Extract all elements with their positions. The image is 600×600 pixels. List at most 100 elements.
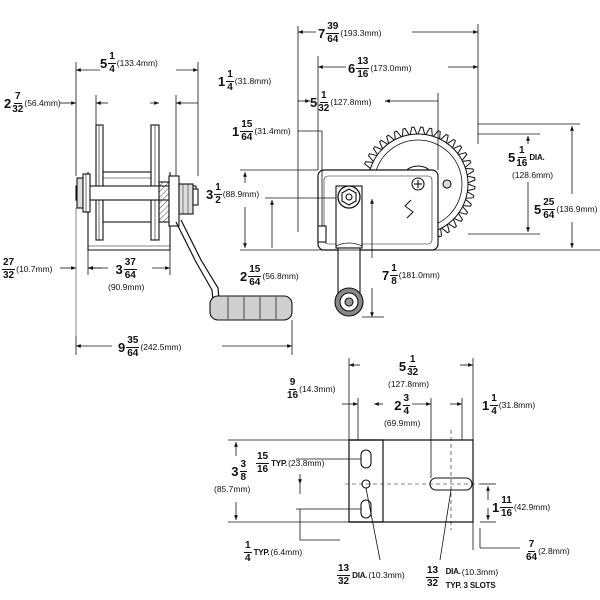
dim-denominator: 32 <box>427 577 439 589</box>
side-view-dimension-lines <box>60 62 293 355</box>
dim-whole: 7 <box>318 26 326 41</box>
dim-whole: 3 <box>231 464 239 479</box>
dim-numerator: 1 <box>244 540 252 553</box>
dim-denominator: 64 <box>526 552 538 563</box>
dim-numerator: 11 <box>500 495 513 508</box>
dim-numerator: 15 <box>248 264 262 277</box>
dim-denominator: 4 <box>403 406 410 417</box>
dim-metric: (14.3mm) <box>299 384 336 395</box>
dim-metric: (69.9mm) <box>384 418 421 428</box>
dim-metric: (2.8mm) <box>538 546 570 557</box>
dim-whole: 5 <box>310 95 318 110</box>
dim-denominator: 32 <box>407 367 419 378</box>
dim-numerator: 39 <box>326 21 340 34</box>
dim-numerator: 37 <box>123 257 137 270</box>
dim-numerator: 7 <box>14 91 22 104</box>
dim-denominator: 4 <box>109 64 115 75</box>
dim-metric: (42.9mm) <box>513 502 551 513</box>
dim-metric: (31.8mm) <box>234 76 272 87</box>
dim-metric: (90.9mm) <box>108 282 145 292</box>
dim-whole: 2 <box>4 96 12 111</box>
dim-suffix: TYP. <box>271 458 288 468</box>
dim-metric: (56.8mm) <box>262 271 299 282</box>
dim-denominator: 16 <box>357 69 369 80</box>
dim-denominator: 8 <box>391 276 397 287</box>
dim-metric: (133.4mm) <box>116 58 158 69</box>
dim-whole: 6 <box>348 61 356 76</box>
dim-denominator: 64 <box>327 34 339 45</box>
dim-whole: 1 <box>232 124 240 139</box>
dim-denominator: 64 <box>543 210 555 221</box>
dim-metric: (173.0mm) <box>370 63 412 74</box>
dim-whole: 5 <box>508 150 516 165</box>
dim-metric: (127.8mm) <box>388 379 430 389</box>
dim-denominator: 32 <box>338 576 350 587</box>
dim-denominator: 16 <box>500 508 513 519</box>
mounting-base-plate <box>345 430 480 530</box>
dim-numerator: 7 <box>527 539 536 552</box>
dim-denominator: 8 <box>240 472 247 483</box>
dim-whole: 3 <box>206 187 214 202</box>
dim-numerator: 1 <box>490 393 498 406</box>
dim-numerator: 3 <box>239 459 248 472</box>
dim-numerator: 3 <box>402 393 411 406</box>
dim-numerator: 15 <box>256 451 270 464</box>
dim-whole: 9 <box>118 340 126 355</box>
winch-front-view <box>317 126 476 317</box>
dim-metric: (10.3mm) <box>461 566 499 577</box>
dim-denominator: 16 <box>257 464 269 475</box>
dim-whole: 1 <box>482 398 490 413</box>
dim-suffix: DIA. <box>352 570 368 580</box>
dim-numerator: 15 <box>240 119 254 132</box>
dim-whole: 5 <box>398 359 407 374</box>
dim-suffix: DIA. <box>529 152 545 162</box>
dim-numerator: 27 <box>2 257 16 270</box>
dim-metric: (242.5mm) <box>140 342 182 353</box>
dim-whole: 3 <box>115 262 123 277</box>
dim-numerator: 1 <box>226 69 234 82</box>
dim-numerator: 1 <box>214 182 222 195</box>
dim-denominator: 64 <box>241 132 253 143</box>
dim-numerator: 25 <box>542 197 556 210</box>
dim-denominator: 64 <box>127 348 139 359</box>
dim-numerator: 1 <box>320 90 328 103</box>
dim-whole: 2 <box>240 269 248 284</box>
dim-metric: (31.8mm) <box>498 400 536 411</box>
dim-numerator: 13 <box>337 563 351 576</box>
base-plate-dimension-lines <box>228 358 520 561</box>
dim-suffix: DIA. <box>445 566 461 576</box>
dim-numerator: 1 <box>390 263 398 276</box>
dim-metric: (181.0mm) <box>398 270 440 281</box>
dim-suffix-note: TYP. 3 SLOTS <box>445 581 496 590</box>
dim-metric: (88.9mm) <box>222 189 260 200</box>
front-view-dimension-lines <box>240 24 600 318</box>
dim-denominator: 4 <box>245 553 251 564</box>
dim-denominator: 64 <box>249 277 261 288</box>
dim-denominator: 64 <box>124 270 136 281</box>
dim-metric: (128.6mm) <box>512 170 554 180</box>
dim-metric: (127.8mm) <box>330 97 372 108</box>
dim-numerator: 35 <box>126 335 140 348</box>
dim-metric: (31.4mm) <box>254 126 291 137</box>
dim-denominator: 16 <box>287 390 299 401</box>
dim-numerator: 1 <box>518 145 526 158</box>
dim-numerator: 1 <box>108 51 116 64</box>
